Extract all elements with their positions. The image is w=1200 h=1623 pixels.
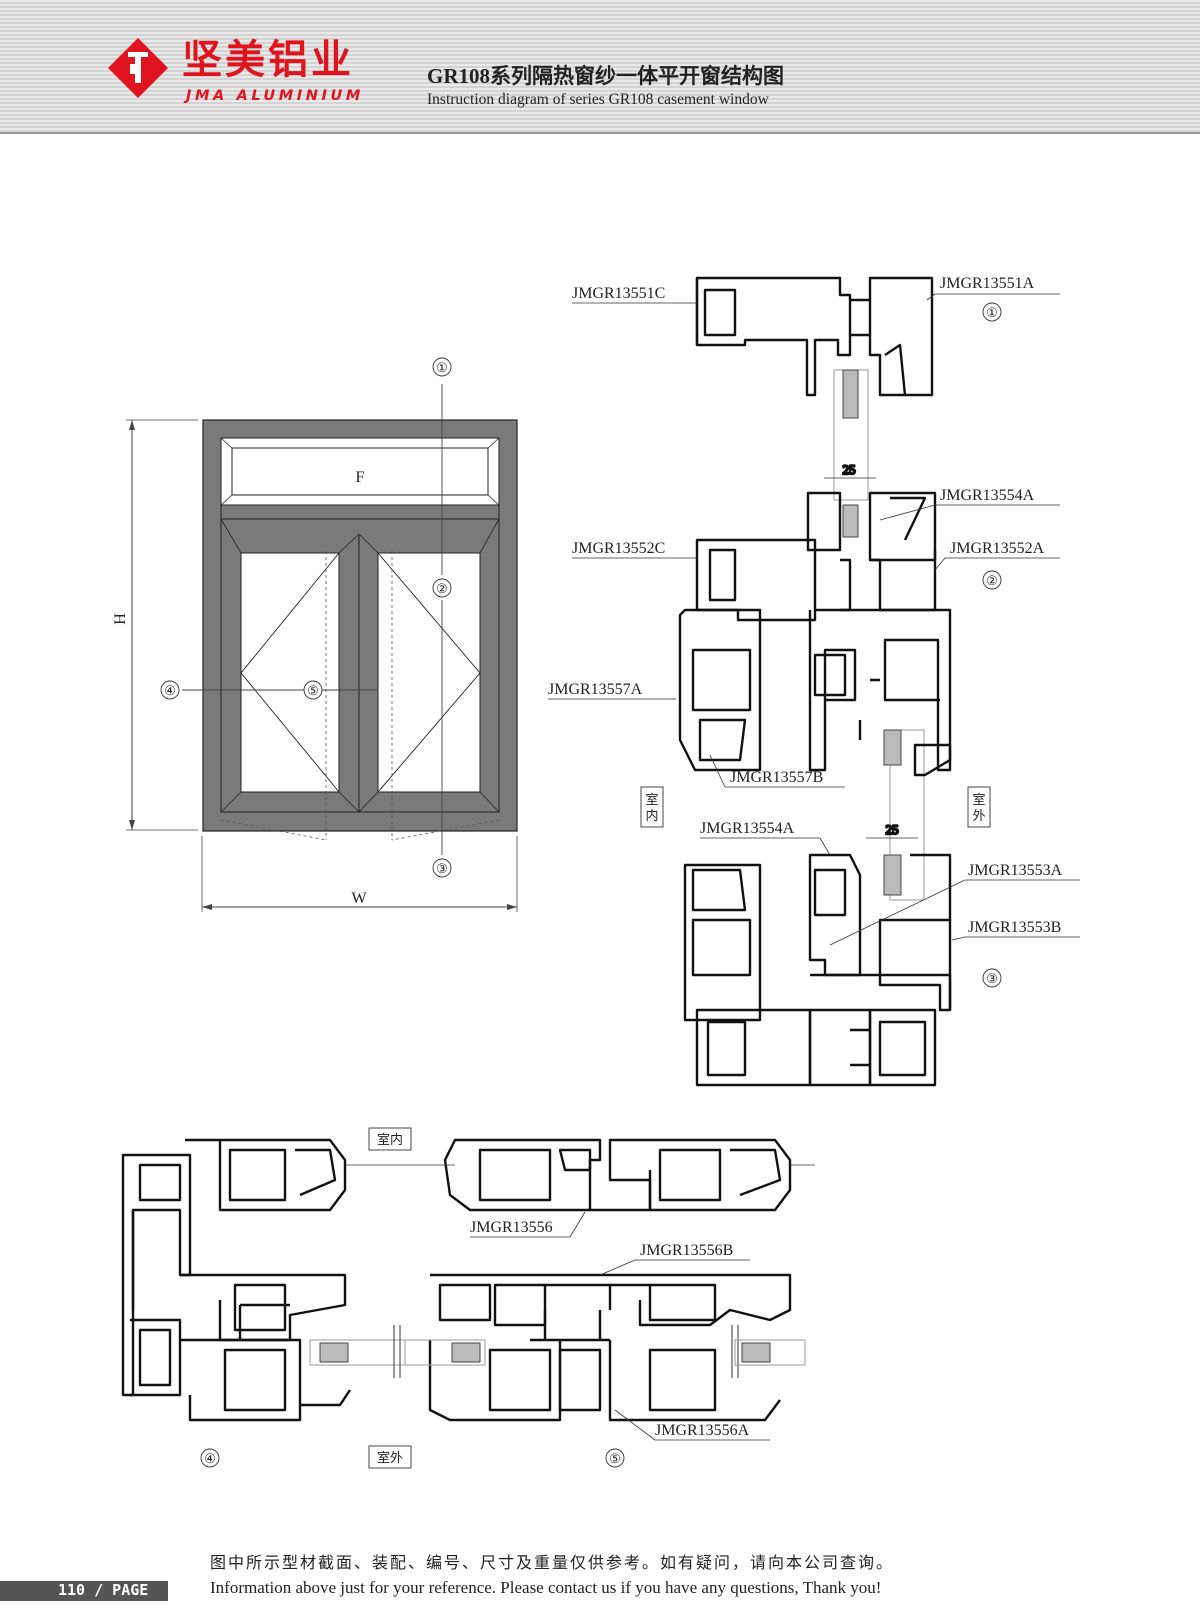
vertical-section: 25 25 bbox=[678, 276, 952, 1087]
marker-3: ③ bbox=[436, 861, 448, 876]
part-label-13557a: JMGR13557A bbox=[548, 681, 643, 698]
part-label-13556a: JMGR13556A bbox=[655, 1422, 750, 1439]
height-label: H bbox=[112, 613, 129, 625]
part-label-13554a-low: JMGR13554A bbox=[700, 820, 795, 837]
marker-1: ① bbox=[436, 360, 448, 375]
part-label-13551a: JMGR13551A bbox=[940, 275, 1035, 292]
page-title-en: Instruction diagram of series GR108 case… bbox=[427, 91, 769, 108]
technical-drawing: H W F bbox=[112, 275, 1080, 1469]
horizontal-section bbox=[121, 1138, 806, 1422]
section-marker-3: ③ bbox=[986, 971, 998, 986]
marker-5: ⑤ bbox=[307, 683, 319, 698]
window-elevation: H W F bbox=[112, 357, 518, 912]
outdoor-tag-h: 室外 bbox=[377, 1450, 403, 1465]
marker-4: ④ bbox=[164, 683, 176, 698]
jma-logo-icon bbox=[108, 38, 168, 98]
outdoor-tag-v-2: 外 bbox=[972, 808, 985, 823]
vertical-section-callouts bbox=[548, 293, 1080, 946]
section-marker-2: ② bbox=[986, 573, 998, 588]
horizontal-section-callouts bbox=[345, 1164, 815, 1441]
outdoor-tag-v-1: 室 bbox=[972, 792, 985, 807]
part-label-13556: JMGR13556 bbox=[470, 1219, 553, 1236]
footer-note-cn: 图中所示型材截面、装配、编号、尺寸及重量仅供参考。如有疑问，请向本公司查询。 bbox=[210, 1553, 895, 1572]
fixed-light-label: F bbox=[356, 469, 365, 486]
section-marker-4: ④ bbox=[204, 1451, 216, 1466]
indoor-tag-v-2: 内 bbox=[645, 808, 658, 823]
footer-note-en: Information above just for your referenc… bbox=[210, 1578, 882, 1597]
part-label-13552a: JMGR13552A bbox=[950, 540, 1045, 557]
part-label-13551c: JMGR13551C bbox=[572, 285, 665, 302]
glass-dim-low: 25 bbox=[886, 822, 899, 837]
horizontal-section-labels: JMGR13556 JMGR13556B JMGR13556A 室内 室外 ④ … bbox=[200, 1127, 750, 1469]
part-label-13553b: JMGR13553B bbox=[968, 919, 1061, 936]
part-label-13557b: JMGR13557B bbox=[730, 769, 823, 786]
section-marker-5: ⑤ bbox=[609, 1451, 621, 1466]
brand-name-cn: 坚美铝业 bbox=[182, 37, 354, 83]
page-header bbox=[0, 0, 1200, 133]
part-label-13556b: JMGR13556B bbox=[640, 1242, 733, 1259]
vertical-section-labels: JMGR13551C JMGR13551A JMGR13554A JMGR135… bbox=[548, 275, 1063, 988]
indoor-tag-v-1: 室 bbox=[645, 792, 658, 807]
page-number-badge bbox=[0, 1581, 168, 1601]
page-title-cn: GR108系列隔热窗纱一体平开窗结构图 bbox=[427, 64, 784, 88]
indoor-tag-h: 室内 bbox=[377, 1132, 403, 1147]
part-label-13552c: JMGR13552C bbox=[572, 540, 665, 557]
marker-2: ② bbox=[436, 581, 448, 596]
header-divider bbox=[0, 132, 1200, 134]
page-number: 110 / PAGE bbox=[58, 1581, 149, 1599]
part-label-13553a: JMGR13553A bbox=[968, 862, 1063, 879]
glass-dim-top: 25 bbox=[843, 462, 856, 477]
part-label-13554a-top: JMGR13554A bbox=[940, 487, 1035, 504]
width-label: W bbox=[351, 890, 367, 907]
section-marker-1: ① bbox=[986, 305, 998, 320]
brand-name-en: JMA ALUMINIUM bbox=[186, 88, 364, 104]
